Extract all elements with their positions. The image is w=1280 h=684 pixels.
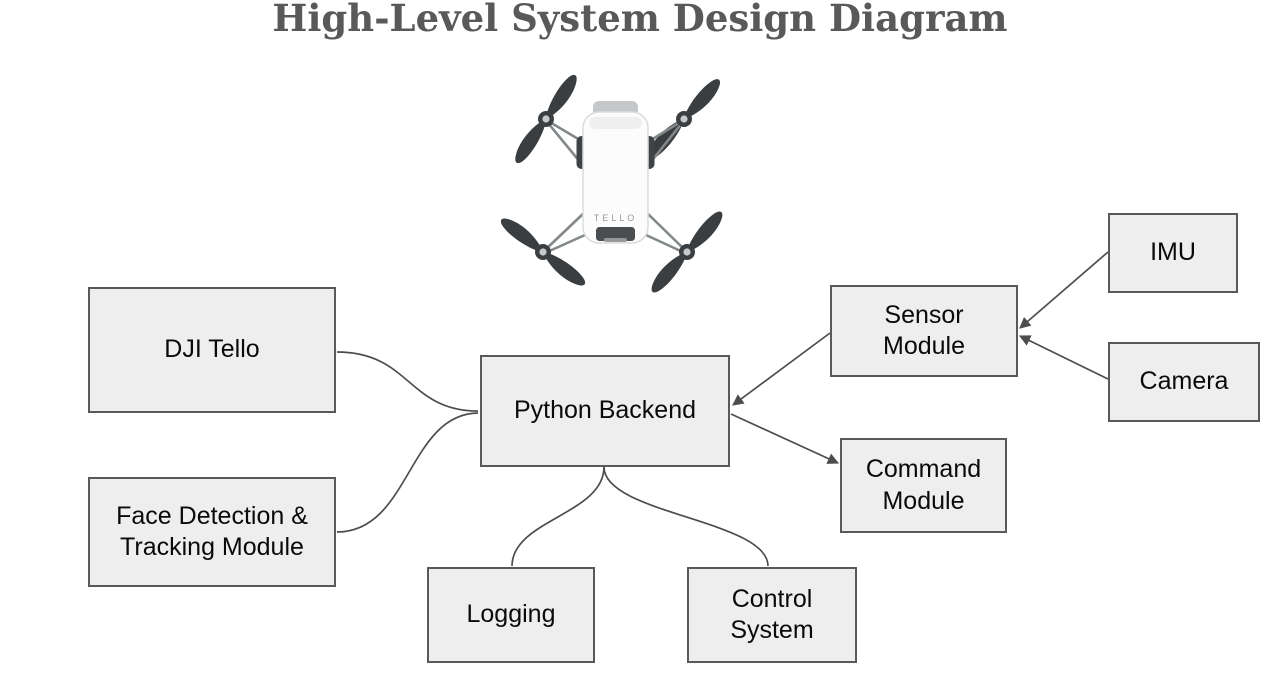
connector-python-backend-to-command-module (730, 413, 840, 464)
propeller-bottom-left-icon (500, 218, 586, 286)
connector-python-backend-to-logging (511, 466, 605, 567)
connector-dji-tello-to-python-backend (336, 351, 479, 412)
node-command-module: Command Module (840, 438, 1007, 533)
node-imu-label: IMU (1150, 238, 1196, 267)
node-camera-label: Camera (1139, 367, 1229, 396)
node-control-system: Control System (687, 567, 857, 663)
page-title: High-Level System Design Diagram (272, 0, 1008, 40)
node-sensor-module: Sensor Module (830, 285, 1018, 377)
node-dji-tello: DJI Tello (88, 287, 336, 413)
drone-body: TELLO (576, 101, 655, 244)
node-control-system-label: Control System (730, 584, 814, 644)
connector-imu-to-sensor-module (1019, 251, 1109, 329)
connector-face-detection-to-python-backend (336, 412, 479, 533)
node-face-detection-tracking-module: Face Detection & Tracking Module (88, 477, 336, 587)
drone-brand-label: TELLO (594, 213, 638, 223)
node-imu: IMU (1108, 213, 1238, 293)
node-logging: Logging (427, 567, 595, 663)
propeller-top-right-icon (647, 79, 721, 159)
connector-sensor-module-to-python-backend (732, 332, 831, 406)
node-command-module-label: Command Module (865, 455, 982, 515)
node-camera: Camera (1108, 342, 1260, 422)
connector-camera-to-sensor-module (1018, 335, 1109, 380)
node-dji-tello-label: DJI Tello (164, 335, 260, 364)
node-face-detection-label: Face Detection & Tracking Module (116, 501, 308, 561)
connector-python-backend-to-control-system (603, 466, 769, 567)
propeller-top-left-icon (515, 74, 577, 164)
node-python-backend-label: Python Backend (513, 396, 697, 425)
drone-svg: TELLO (500, 74, 723, 293)
node-python-backend: Python Backend (480, 355, 730, 467)
propeller-bottom-right-icon (651, 211, 723, 293)
drone-image: TELLO (493, 65, 743, 315)
node-sensor-module-label: Sensor Module (883, 300, 965, 360)
node-logging-label: Logging (466, 600, 556, 629)
drone-motor-hubs (535, 111, 695, 260)
